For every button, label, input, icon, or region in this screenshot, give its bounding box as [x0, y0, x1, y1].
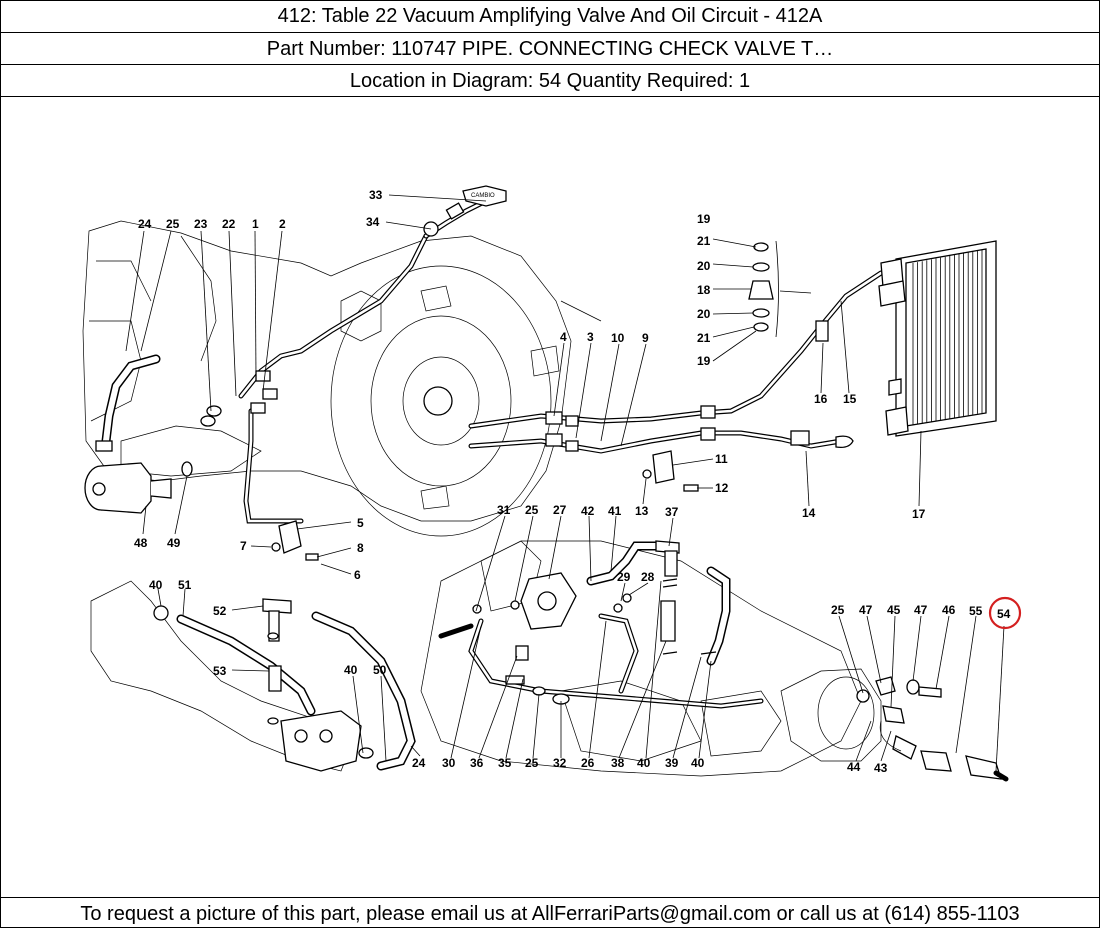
label-32: 32 [553, 756, 567, 770]
label-13: 13 [635, 504, 649, 518]
label-28: 28 [641, 570, 655, 584]
label-40a: 40 [149, 578, 163, 592]
leader-lines [125, 194, 1005, 772]
label-19a: 19 [697, 212, 711, 226]
label-10: 10 [611, 331, 625, 345]
label-2: 2 [279, 217, 286, 231]
label-44: 44 [847, 760, 861, 774]
part-number-line: Part Number: 110747 PIPE. CONNECTING CHE… [1, 33, 1099, 65]
part-labels: 33 34 24 25 23 22 1 2 4 3 10 9 19 21 20 … [134, 188, 983, 775]
dipstick-text: CAMBIO [471, 193, 495, 199]
label-45: 45 [887, 603, 901, 617]
label-37: 37 [665, 505, 679, 519]
label-21b: 21 [697, 331, 711, 345]
label-12: 12 [715, 481, 729, 495]
label-1: 1 [252, 217, 259, 231]
label-24b: 24 [412, 756, 426, 770]
label-54: 54 [997, 607, 1011, 621]
label-39: 39 [665, 756, 679, 770]
label-7: 7 [240, 539, 247, 553]
label-8: 8 [357, 541, 364, 555]
label-6: 6 [354, 568, 361, 582]
label-29: 29 [617, 570, 631, 584]
diagram-svg: CAMBIO [82, 185, 1022, 782]
label-47b: 47 [914, 603, 928, 617]
label-42: 42 [581, 504, 595, 518]
label-11: 11 [715, 452, 728, 466]
label-30: 30 [442, 756, 456, 770]
label-51: 51 [178, 578, 192, 592]
lower-middle-assembly [420, 540, 862, 777]
label-24: 24 [138, 217, 152, 231]
lower-right-assembly [780, 668, 1009, 782]
label-52: 52 [213, 604, 227, 618]
label-4: 4 [560, 330, 567, 344]
label-18: 18 [697, 283, 711, 297]
label-48: 48 [134, 536, 148, 550]
label-19b: 19 [697, 354, 711, 368]
label-50: 50 [373, 663, 387, 677]
label-46: 46 [942, 603, 956, 617]
location-line: Location in Diagram: 54 Quantity Require… [1, 65, 1099, 97]
label-53: 53 [213, 664, 227, 678]
clamps-upper [271, 450, 699, 561]
label-34: 34 [366, 215, 380, 229]
label-17: 17 [912, 507, 926, 521]
label-26: 26 [581, 756, 595, 770]
dipstick: CAMBIO [423, 185, 507, 237]
highlighted-part-marker[interactable]: 54 [988, 596, 1022, 630]
label-43: 43 [874, 761, 888, 775]
label-27: 27 [553, 503, 567, 517]
label-31: 31 [497, 503, 511, 517]
label-55: 55 [969, 604, 983, 618]
vacuum-amplifying-valve [84, 440, 193, 514]
label-15: 15 [843, 392, 857, 406]
parts-diagram: CAMBIO [1, 97, 1099, 897]
rubber-mount-stack [748, 240, 812, 338]
label-40c: 40 [637, 756, 651, 770]
label-49: 49 [167, 536, 181, 550]
label-3: 3 [587, 330, 594, 344]
label-38: 38 [611, 756, 625, 770]
label-41: 41 [608, 504, 622, 518]
label-35: 35 [498, 756, 512, 770]
contact-footer: To request a picture of this part, pleas… [1, 897, 1099, 928]
label-33: 33 [369, 188, 383, 202]
label-21a: 21 [697, 234, 711, 248]
label-40b: 40 [344, 663, 358, 677]
oil-pipes-upper [200, 193, 884, 524]
label-25c: 25 [525, 756, 539, 770]
label-14: 14 [802, 506, 816, 520]
lower-left-assembly [90, 580, 416, 772]
vacuum-hose-left [101, 354, 161, 446]
label-16: 16 [814, 392, 828, 406]
label-36: 36 [470, 756, 484, 770]
label-5: 5 [357, 516, 364, 530]
oil-cooler [878, 240, 997, 437]
label-47a: 47 [859, 603, 873, 617]
label-25d: 25 [831, 603, 845, 617]
label-25: 25 [166, 217, 180, 231]
page-title: 412: Table 22 Vacuum Amplifying Valve An… [1, 1, 1099, 33]
label-40d: 40 [691, 756, 705, 770]
label-23: 23 [194, 217, 208, 231]
label-20a: 20 [697, 259, 711, 273]
label-20b: 20 [697, 307, 711, 321]
label-25b: 25 [525, 503, 539, 517]
highlight-circle [988, 596, 1022, 630]
label-9: 9 [642, 331, 649, 345]
label-22: 22 [222, 217, 236, 231]
